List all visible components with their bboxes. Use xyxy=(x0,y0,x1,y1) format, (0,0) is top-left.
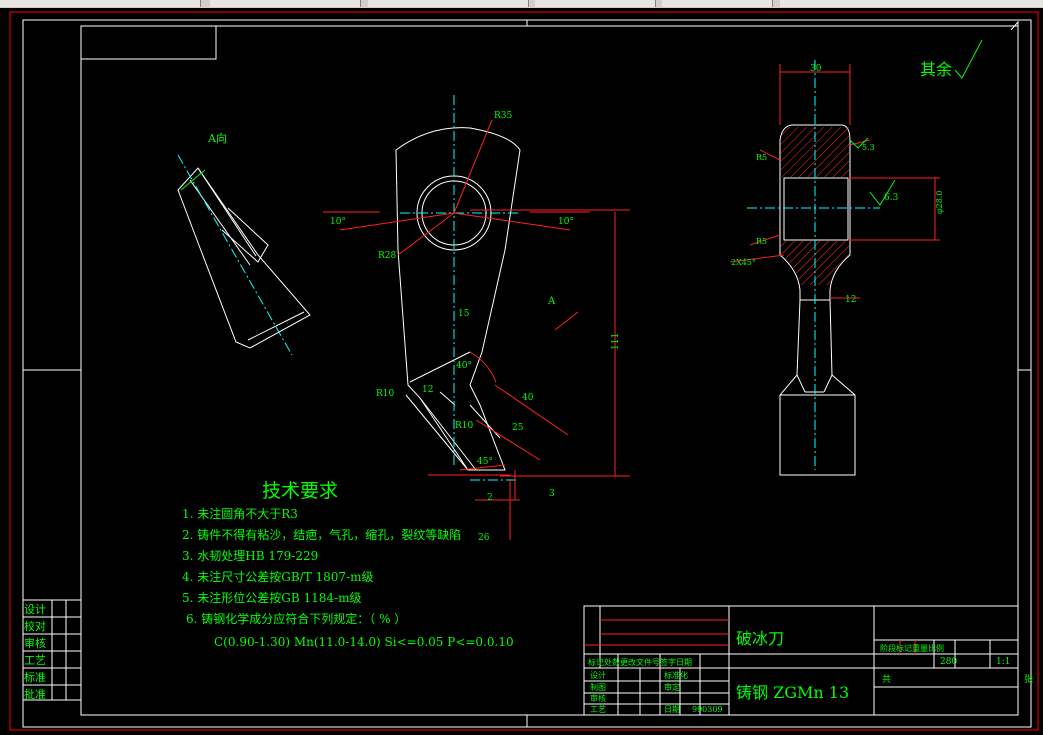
dim-r28: R28 xyxy=(378,251,397,261)
title-block xyxy=(583,605,1019,716)
dim-12a: 12 xyxy=(422,385,433,395)
dim-30: 30 xyxy=(810,64,822,74)
toolbar-segment[interactable] xyxy=(662,0,773,7)
roughness-symbols xyxy=(849,39,983,206)
scale-value: 1:1 xyxy=(996,657,1010,667)
note-item-5: 5. 未注形位公差按GB 1184-m级 xyxy=(182,590,361,605)
rev-header: 标记处数更改文件号签字日期 xyxy=(588,657,692,667)
dim-26: 26 xyxy=(478,533,490,543)
section-view xyxy=(779,124,856,476)
material: 铸钢 ZGMn 13 xyxy=(736,683,849,702)
main-view xyxy=(395,127,521,471)
dim-15: 15 xyxy=(458,309,470,319)
toolbar-segment[interactable] xyxy=(368,0,529,7)
toolbar-segment[interactable] xyxy=(210,0,361,7)
row-drawing: 制图 xyxy=(590,682,606,692)
note-item-6: 6. 铸钢化学成分应符合下列规定：（ % ） xyxy=(186,611,406,626)
dim-ang40: 40° xyxy=(456,361,472,371)
outer-frame xyxy=(22,19,1032,728)
dim-r5b: R5 xyxy=(756,237,767,246)
toolbar-segment[interactable] xyxy=(140,0,201,7)
section-dims xyxy=(729,64,940,299)
view-a-label: A向 xyxy=(207,131,227,145)
note-item-2: 2. 铸件不得有粘沙，结疤，气孔，缩孔，裂纹等缺陷 xyxy=(182,527,461,542)
toolbar-segment[interactable] xyxy=(535,0,656,7)
left-strip-4: 工艺 xyxy=(24,654,46,667)
notes-title: 技术要求 xyxy=(262,480,338,502)
row-design: 设计 xyxy=(590,670,606,680)
dim-ang10-left: 10° xyxy=(330,217,346,227)
dim-111: 111 xyxy=(611,333,621,350)
left-strip-3: 审核 xyxy=(24,636,46,650)
dim-r35: R35 xyxy=(494,111,513,121)
main-dims xyxy=(323,119,630,540)
left-strip-1: 设计 xyxy=(24,603,46,616)
mid-approve: 审定 xyxy=(664,682,680,692)
note-item-3: 3. 水韧处理HB 179-229 xyxy=(182,549,318,563)
dim-arrow-a: A xyxy=(547,296,556,307)
dim-ang45: 45° xyxy=(477,457,493,467)
sheet-border xyxy=(9,11,1039,731)
sheet-total: 共 xyxy=(882,674,891,685)
left-strip-2: 校对 xyxy=(24,619,46,633)
left-strip-6: 批准 xyxy=(24,687,46,701)
dim-phi: φ28.0 xyxy=(935,191,944,214)
dim-40: 40 xyxy=(522,393,534,403)
dim-3: 3 xyxy=(549,489,555,499)
dim-r10b: R10 xyxy=(455,421,474,431)
part-name: 破冰刀 xyxy=(736,629,784,648)
dim-63: 6.3 xyxy=(884,193,899,203)
dim-r10a: R10 xyxy=(376,389,395,399)
toolbar-segment[interactable] xyxy=(780,0,1043,7)
mid-standard: 标准化 xyxy=(664,670,688,680)
dim-r5: R5 xyxy=(756,153,767,162)
left-strip-5: 标准 xyxy=(24,670,46,684)
left-strip xyxy=(22,599,82,701)
sheet-label: 张 xyxy=(1024,674,1033,685)
title-block-red-lines xyxy=(584,619,916,654)
dim-ang10-right: 10° xyxy=(558,217,574,227)
weight-value: 280 xyxy=(940,657,957,667)
view-a-centerline xyxy=(177,154,293,356)
note-composition: C(0.90-1.30) Mn(11.0-14.0) Si<=0.05 P<=0… xyxy=(214,635,514,649)
dim-12b: 12 xyxy=(845,295,856,305)
note-item-1: 1. 未注圆角不大于R3 xyxy=(182,506,298,521)
attr-header: 阶段标记重量比例 xyxy=(880,643,944,653)
mid-date: 日期 xyxy=(664,705,680,714)
date-code: 990309 xyxy=(692,705,723,714)
dim-53: 5.3 xyxy=(862,143,875,152)
dim-25: 25 xyxy=(512,423,524,433)
view-a xyxy=(177,167,311,349)
roughness-note: 其余 xyxy=(920,60,952,79)
note-item-4: 4. 未注尺寸公差按GB/T 1807-m级 xyxy=(182,569,374,584)
corner-box xyxy=(80,25,217,60)
dim-chamfer: 2X45° xyxy=(731,258,756,267)
dim-2: 2 xyxy=(487,493,493,503)
toolbar-strip xyxy=(0,0,1043,8)
row-process: 工艺 xyxy=(590,705,606,714)
row-review: 审核 xyxy=(590,693,606,703)
